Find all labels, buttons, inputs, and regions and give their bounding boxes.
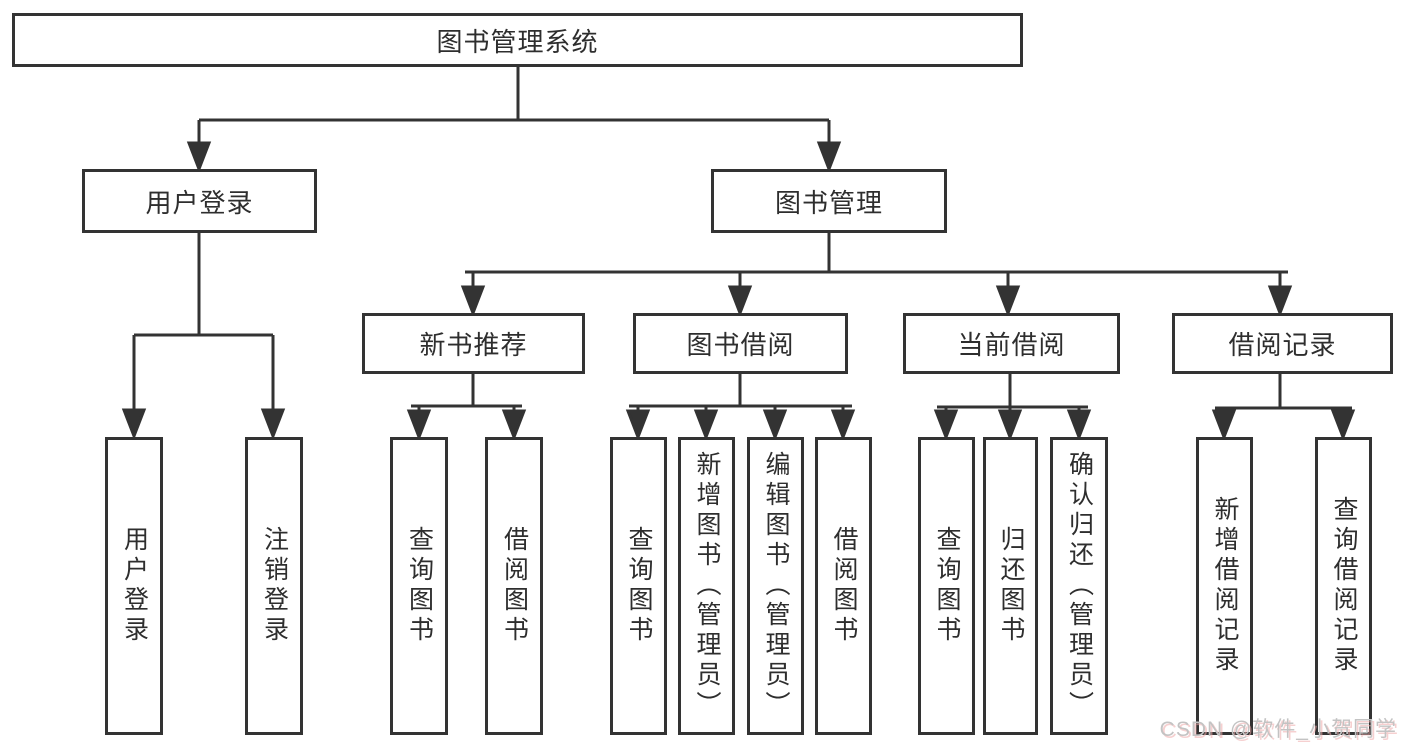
connector-current-borrowing bbox=[933, 374, 1092, 442]
leaf-return-books: 归还图书 bbox=[983, 437, 1038, 735]
connector-book-management bbox=[460, 233, 1293, 318]
node-new-book-recommend-label: 新书推荐 bbox=[419, 330, 528, 360]
leaf-borrowing-query-books-label: 查询图书 bbox=[625, 526, 653, 646]
node-book-management-label: 图书管理 bbox=[774, 187, 883, 218]
connector-root bbox=[186, 67, 842, 174]
leaf-current-query-books-label: 查询图书 bbox=[933, 526, 961, 646]
leaf-recommend-query-books: 查询图书 bbox=[390, 437, 448, 735]
leaf-add-borrow-record-label: 新增借阅记录 bbox=[1211, 496, 1239, 676]
node-book-management: 图书管理 bbox=[711, 169, 947, 233]
leaf-query-borrow-record: 查询借阅记录 bbox=[1315, 437, 1372, 735]
connector-book-borrowing bbox=[625, 374, 856, 442]
leaf-add-books-admin: 新增图书（管理员） bbox=[678, 437, 735, 735]
leaf-recommend-borrow-books: 借阅图书 bbox=[485, 437, 543, 735]
leaf-query-borrow-record-label: 查询借阅记录 bbox=[1330, 496, 1358, 676]
leaf-recommend-borrow-books-label: 借阅图书 bbox=[500, 526, 529, 646]
node-current-borrowing-label: 当前借阅 bbox=[957, 330, 1066, 360]
node-book-borrowing-label: 图书借阅 bbox=[686, 330, 795, 360]
leaf-return-books-label: 归还图书 bbox=[997, 526, 1025, 646]
leaf-logout-label: 注销登录 bbox=[260, 526, 289, 646]
node-current-borrowing: 当前借阅 bbox=[903, 313, 1120, 374]
node-book-borrowing: 图书借阅 bbox=[633, 313, 848, 374]
node-user-login-label: 用户登录 bbox=[145, 187, 254, 218]
leaf-current-query-books: 查询图书 bbox=[918, 437, 975, 735]
node-library-management-system-label: 图书管理系统 bbox=[436, 26, 599, 57]
leaf-confirm-return-admin: 确认归还（管理员） bbox=[1050, 437, 1108, 735]
leaf-borrow-books-label: 借阅图书 bbox=[830, 526, 858, 646]
connector-new-book-recommend bbox=[406, 374, 527, 442]
leaf-add-books-admin-label: 新增图书（管理员） bbox=[693, 451, 721, 721]
node-borrowing-records: 借阅记录 bbox=[1172, 313, 1393, 374]
node-borrowing-records-label: 借阅记录 bbox=[1228, 330, 1337, 360]
leaf-edit-books-admin: 编辑图书（管理员） bbox=[747, 437, 804, 735]
leaf-user-login-label: 用户登录 bbox=[120, 526, 149, 646]
node-user-login: 用户登录 bbox=[82, 169, 317, 233]
connector-user-login bbox=[121, 233, 286, 441]
leaf-borrow-books: 借阅图书 bbox=[815, 437, 872, 735]
leaf-confirm-return-admin-label: 确认归还（管理员） bbox=[1065, 451, 1094, 721]
connector-borrowing-records bbox=[1211, 374, 1356, 442]
leaf-add-borrow-record: 新增借阅记录 bbox=[1196, 437, 1253, 735]
node-library-management-system: 图书管理系统 bbox=[12, 13, 1023, 67]
leaf-user-login: 用户登录 bbox=[105, 437, 163, 735]
leaf-borrowing-query-books: 查询图书 bbox=[610, 437, 667, 735]
node-new-book-recommend: 新书推荐 bbox=[362, 313, 585, 374]
leaf-edit-books-admin-label: 编辑图书（管理员） bbox=[762, 451, 790, 721]
leaf-logout: 注销登录 bbox=[245, 437, 303, 735]
csdn-watermark: CSDN @软件_小贺同学 bbox=[1159, 718, 1397, 741]
leaf-recommend-query-books-label: 查询图书 bbox=[405, 526, 434, 646]
